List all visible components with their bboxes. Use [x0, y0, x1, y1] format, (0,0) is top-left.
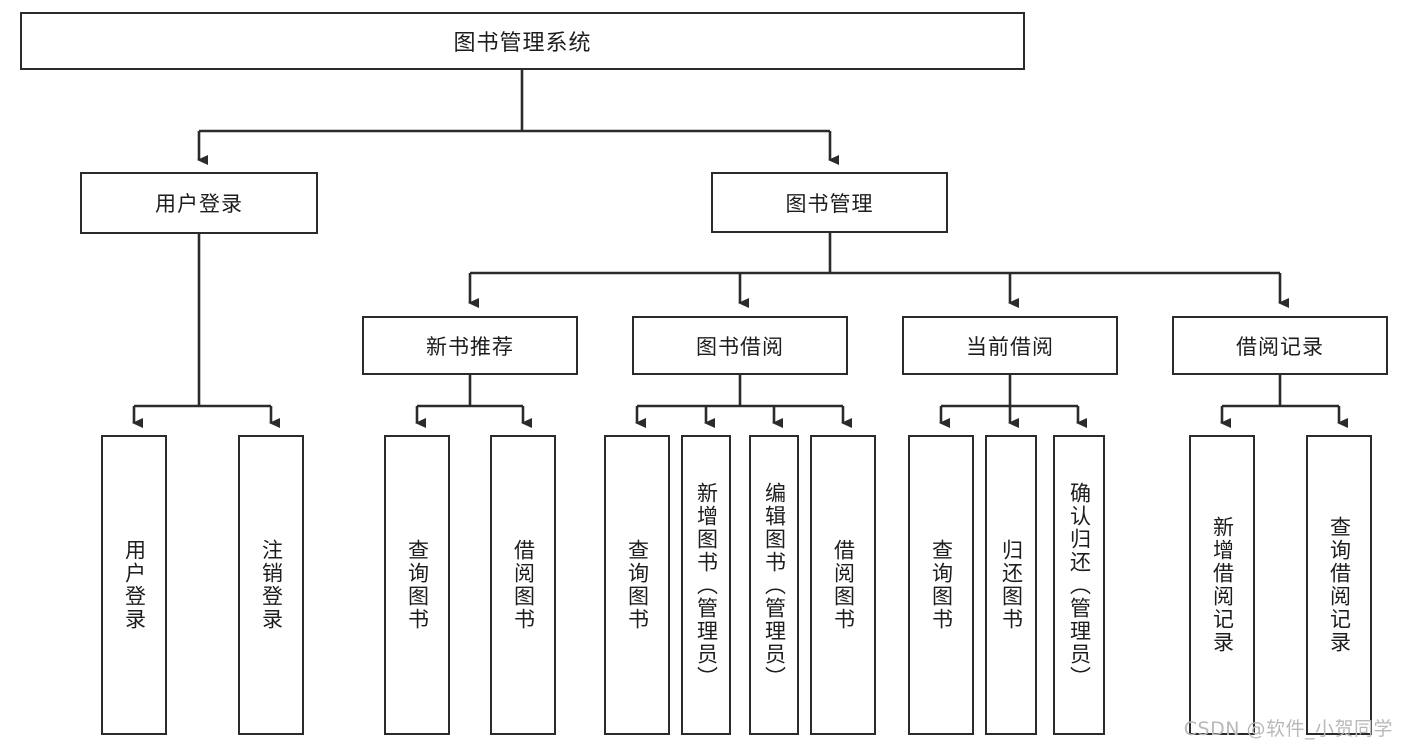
node-label: 查询借阅记录	[1327, 516, 1352, 654]
leaf-edit-book-admin[interactable]: 编辑图书（管理员）	[749, 435, 799, 735]
node-book-borrow[interactable]: 图书借阅	[632, 316, 848, 375]
node-label: 查询图书	[625, 539, 650, 631]
leaf-query-borrow-record[interactable]: 查询借阅记录	[1306, 435, 1372, 735]
node-label: 确认归还（管理员）	[1067, 481, 1092, 689]
leaf-return-book[interactable]: 归还图书	[985, 435, 1037, 735]
leaf-query-book-recommend[interactable]: 查询图书	[384, 435, 450, 735]
leaf-add-book-admin[interactable]: 新增图书（管理员）	[681, 435, 731, 735]
node-label: 图书借阅	[696, 334, 784, 359]
node-label: 借阅图书	[831, 539, 856, 631]
node-label: 注销登录	[259, 539, 284, 631]
leaf-add-borrow-record[interactable]: 新增借阅记录	[1189, 435, 1255, 735]
leaf-query-book-current[interactable]: 查询图书	[908, 435, 974, 735]
node-label: 查询图书	[929, 539, 954, 631]
node-label: 借阅图书	[511, 539, 536, 631]
node-current-borrow[interactable]: 当前借阅	[902, 316, 1118, 375]
node-label: 新书推荐	[426, 334, 514, 359]
node-label: 编辑图书（管理员）	[762, 481, 787, 689]
node-label: 新增借阅记录	[1210, 516, 1235, 654]
node-label: 借阅记录	[1236, 334, 1324, 359]
node-label: 图书管理	[785, 191, 874, 216]
node-label: 新增图书（管理员）	[694, 481, 719, 689]
node-label: 用户登录	[122, 539, 147, 631]
leaf-borrow-book-recommend[interactable]: 借阅图书	[490, 435, 556, 735]
leaf-logout[interactable]: 注销登录	[238, 435, 304, 735]
leaf-query-book-borrow[interactable]: 查询图书	[604, 435, 670, 735]
node-label: 图书管理系统	[453, 31, 592, 56]
leaf-borrow-book[interactable]: 借阅图书	[810, 435, 876, 735]
leaf-confirm-return-admin[interactable]: 确认归还（管理员）	[1053, 435, 1105, 735]
node-new-book-recommend[interactable]: 新书推荐	[362, 316, 578, 375]
node-root-library-management-system[interactable]: 图书管理系统	[20, 12, 1025, 70]
leaf-user-login[interactable]: 用户登录	[101, 435, 167, 735]
node-label: 归还图书	[999, 539, 1024, 631]
node-book-management[interactable]: 图书管理	[711, 172, 948, 233]
node-label: 用户登录	[155, 192, 243, 216]
watermark-text: CSDN @软件_小贺同学	[1183, 718, 1393, 740]
node-borrow-record[interactable]: 借阅记录	[1172, 316, 1388, 375]
node-user-login[interactable]: 用户登录	[80, 172, 318, 234]
node-label: 当前借阅	[966, 334, 1054, 359]
node-label: 查询图书	[405, 539, 430, 631]
